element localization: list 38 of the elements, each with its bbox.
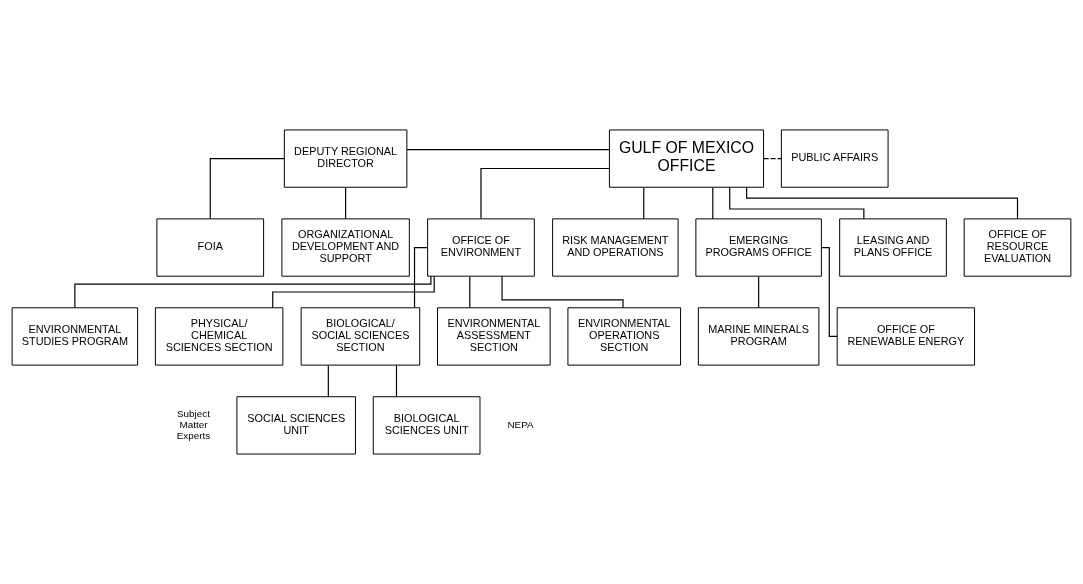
connector [74,275,432,309]
connector [209,158,285,219]
node-box: EMERGING PROGRAMS OFFICE [695,218,822,277]
node-box: MARINE MINERALS PROGRAM [697,307,820,366]
node-box: OFFICE OF RESOURCE EVALUATION [963,218,1072,277]
connector [712,187,714,220]
connector [345,187,347,220]
connector [469,276,471,309]
connector [406,149,610,151]
node-box: LEASING AND PLANS OFFICE [839,218,947,277]
connector [729,186,865,220]
node-box: ENVIRONMENTAL STUDIES PROGRAM [11,307,139,366]
connector [643,187,645,220]
node-box: OFFICE OF RENEWABLE ENERGY [836,307,976,366]
node-box: GULF OF MEXICO OFFICE [608,129,765,188]
connector [327,365,329,398]
connector [395,365,398,398]
label: Subject Matter Experts [176,407,211,441]
node-box: BIOLOGICAL SCIENCES UNIT [372,396,481,455]
node-box: PUBLIC AFFAIRS [780,129,889,188]
node-box: OFFICE OF ENVIRONMENT [427,218,535,277]
node-box: BIOLOGICAL/ SOCIAL SCIENCES SECTION [300,307,421,366]
connector [820,246,838,338]
node-box: ENVIRONMENTAL ASSESSMENT SECTION [437,307,551,366]
connector [746,186,1019,220]
connector [480,167,610,220]
node-box: PHYSICAL/ CHEMICAL SCIENCES SECTION [154,307,284,366]
node-box: RISK MANAGEMENT AND OPERATIONS [552,218,679,277]
connector [501,275,624,309]
node-box: ORGANIZATIONAL DEVELOPMENT AND SUPPORT [281,218,410,277]
connector [758,276,760,309]
connector [763,158,782,160]
node-box: ENVIRONMENTAL OPERATIONS SECTION [567,307,682,366]
node-box: SOCIAL SCIENCES UNIT [236,396,356,455]
node-box: DEPUTY REGIONAL DIRECTOR [283,129,408,188]
label: NEPA [507,418,534,430]
connector [272,275,435,309]
node-box: FOIA [156,218,265,277]
